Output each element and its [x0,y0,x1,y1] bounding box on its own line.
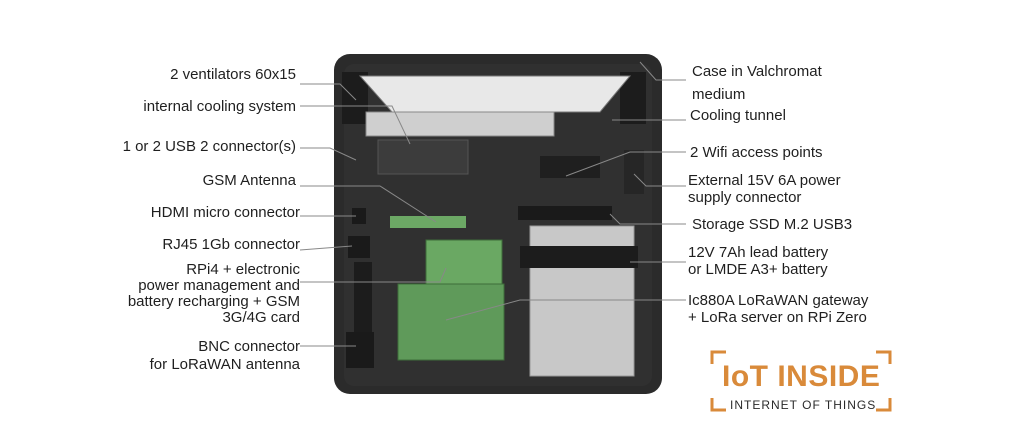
leader-gateway [445,299,686,321]
label-battery-line2: or LMDE A3+ battery [688,261,828,278]
leader-rpi [300,267,447,283]
label-rpi-line2: power management and [138,277,300,294]
rpi-board [425,239,503,285]
leader-lines [299,61,686,347]
leader-power [633,173,686,187]
rj45-port [348,236,370,258]
label-bnc: BNC connector for LoRaWAN antenna [150,338,300,374]
label-power: External 15V 6A power supply connector [688,172,841,206]
label-bnc-line2: for LoRaWAN antenna [149,356,300,373]
battery-strap [520,246,638,268]
label-hdmi: HDMI micro connector [150,204,300,221]
label-rpi-line3: battery recharging + GSM [127,293,300,310]
side-strip [354,262,372,332]
leader-ventilators [300,83,357,101]
label-battery-line1: 12V 7Ah lead battery [688,244,829,261]
logo-frame [710,350,892,412]
label-case-line2: medium [692,86,746,103]
power-connector [624,150,644,194]
tunnel-plate [365,111,555,137]
ssd-module [518,206,612,220]
cooling-tunnel [358,75,632,113]
label-battery: 12V 7Ah lead battery or LMDE A3+ battery [688,244,828,278]
label-bnc-line1: BNC connector [198,338,300,355]
label-cooling-system: internal cooling system [143,98,296,115]
label-gateway: Ic880A LoRaWAN gateway + LoRa server on … [688,292,868,326]
label-rpi-line4: 3G/4G card [222,309,300,326]
usb-block [377,139,469,175]
label-ssd: Storage SSD M.2 USB3 [692,216,853,233]
label-wifi: 2 Wifi access points [690,144,823,161]
label-usb: 1 or 2 USB 2 connector(s) [122,138,296,155]
bnc-connector [346,332,374,368]
label-power-line1: External 15V 6A power [688,172,841,189]
leader-usb [300,147,357,161]
label-ventilators: 2 ventilators 60x15 [170,66,296,83]
label-case-line1: Case in Valchromat [692,63,822,80]
label-rj45: RJ45 1Gb connector [162,236,300,253]
logo-subtitle: INTERNET OF THINGS [730,398,877,412]
logo-title: IoT INSIDE [722,360,881,393]
label-gateway-line1: Ic880A LoRaWAN gateway [688,292,869,309]
wifi-module [540,156,600,178]
label-power-line2: supply connector [688,189,802,206]
leader-ssd [609,213,686,225]
leader-rj45 [299,245,353,251]
label-case: Case in Valchromat medium [692,60,822,106]
label-rpi: RPi4 + electronic power management and b… [128,262,300,326]
leader-wifi [565,151,686,177]
label-rpi-line1: RPi4 + electronic [186,261,300,278]
small-pcb [390,216,466,228]
leader-case [639,61,686,81]
main-pcb [397,283,505,361]
label-gateway-line2: + LoRa server on RPi Zero [688,309,867,326]
label-cooling-tunnel: Cooling tunnel [690,107,786,124]
leader-gsm [300,185,437,223]
hdmi-port [352,208,366,224]
label-gsm-antenna: GSM Antenna [202,172,296,189]
leader-cooling-system [300,105,411,145]
